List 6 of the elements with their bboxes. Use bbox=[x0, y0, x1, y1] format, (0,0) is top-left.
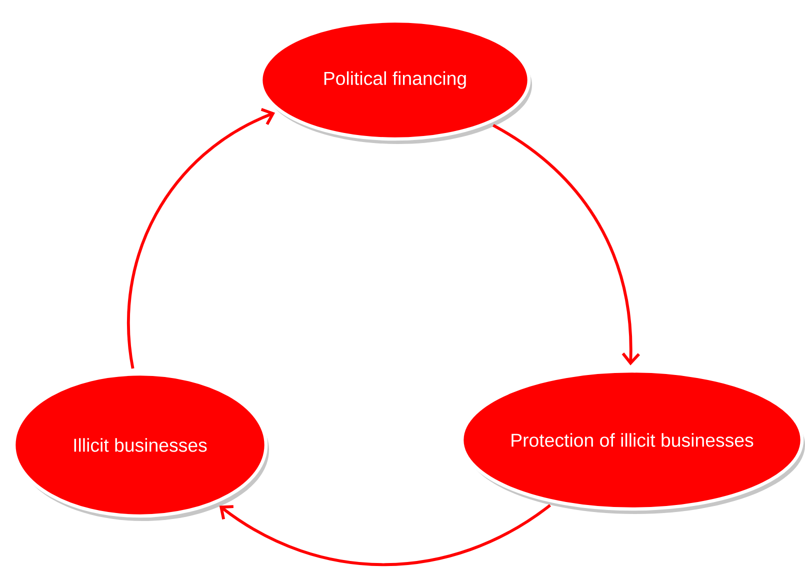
arrow bbox=[127, 108, 276, 369]
ellipse-node: Protection of illicit businesses bbox=[460, 369, 805, 514]
ellipse-node: Illicit businesses bbox=[12, 372, 269, 521]
ellipse-node: Political financing bbox=[259, 19, 532, 144]
arrow bbox=[492, 124, 640, 366]
arrow bbox=[219, 504, 551, 566]
